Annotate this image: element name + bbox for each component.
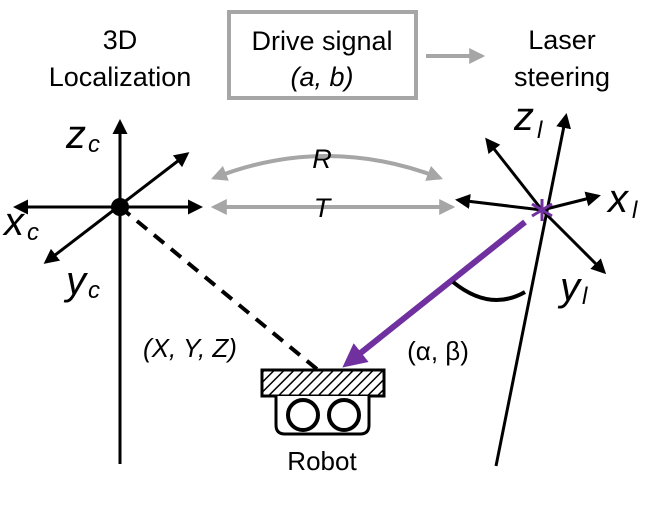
laser-x-subscript: l — [632, 197, 638, 224]
beam-angle-arc — [451, 280, 526, 302]
robot-icon — [260, 368, 386, 436]
drive-signal-box — [227, 10, 418, 100]
robot-label: Robot — [287, 446, 357, 476]
rotation-arrow — [211, 154, 443, 181]
laser-x-axis — [541, 191, 601, 212]
drive-signal-label: Drive signal — [251, 26, 392, 56]
laser-x-axis-neg — [455, 193, 543, 212]
localization-label-line1: 3D — [103, 25, 138, 55]
translation-label: T — [314, 193, 333, 223]
laser-y-subscript: l — [582, 283, 588, 310]
laser-steering-label-line1: Laser — [528, 25, 596, 55]
localization-label-line2: Localization — [49, 62, 192, 92]
camera-y-label: y — [63, 259, 89, 303]
rotation-label: R — [312, 144, 332, 174]
camera-frame — [12, 119, 203, 464]
beam-angles-label: (α, β) — [407, 336, 469, 366]
laser-z-axis — [494, 113, 572, 467]
laser-frame — [455, 113, 607, 467]
laser-steering-label-line2: steering — [514, 62, 610, 92]
laser-z-label: z — [513, 95, 534, 139]
robot-top-plate — [260, 368, 386, 398]
robot-left-wheel — [286, 398, 320, 432]
laser-beam-arrow — [342, 219, 527, 368]
laser-y-axis-neg — [485, 137, 544, 211]
drive-signal-params: (a, b) — [290, 62, 353, 92]
laser-z-subscript: l — [537, 117, 543, 144]
camera-y-subscript: c — [88, 277, 100, 304]
robot-position-label: (X, Y, Z) — [143, 333, 237, 363]
camera-z-subscript: c — [88, 131, 100, 158]
laser-x-label: x — [606, 177, 630, 221]
camera-x-label: x — [2, 200, 26, 244]
laser-source-icon — [531, 199, 553, 221]
camera-x-subscript: c — [27, 219, 39, 246]
laser-y-label: y — [557, 265, 583, 309]
laser-y-axis — [540, 208, 607, 275]
robot-right-wheel — [327, 398, 361, 432]
camera-z-label: z — [65, 113, 86, 157]
